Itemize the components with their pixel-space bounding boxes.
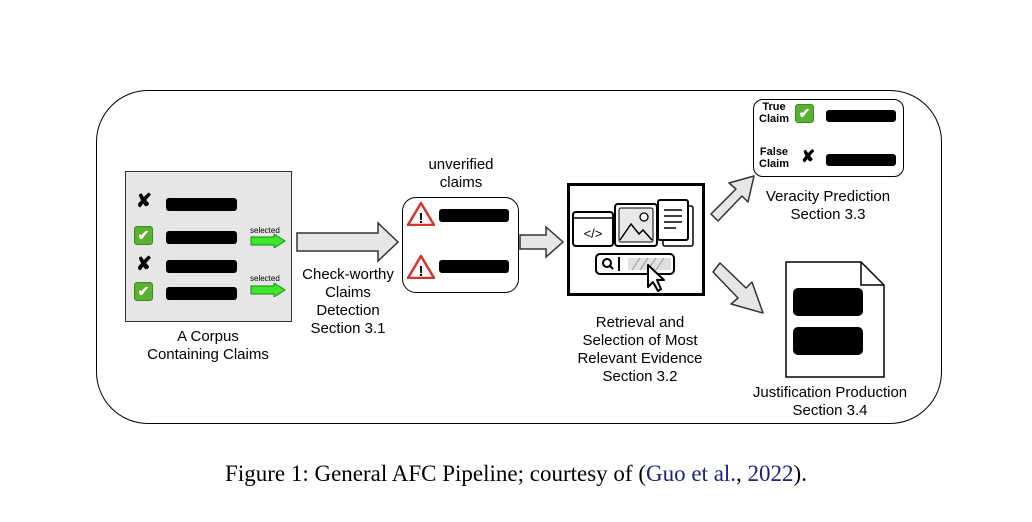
claim-bar: [439, 260, 509, 273]
step2-label: Retrieval and Selection of Most Relevant…: [577, 314, 703, 385]
cross-icon: ✘: [136, 191, 152, 212]
claim-bar: [826, 154, 896, 166]
step1-label: Check-worthy Claims Detection Section 3.…: [302, 266, 394, 337]
claim-bar: [166, 260, 237, 273]
claim-bar: [166, 287, 237, 300]
false-claim-label: False Claim: [759, 146, 789, 170]
selected-arrow: [250, 283, 286, 297]
evidence-illustration: </>: [572, 199, 694, 292]
code-glyph: </>: [584, 226, 603, 241]
cross-icon: ✘: [136, 254, 152, 275]
flow-arrow-down: [712, 262, 764, 314]
warning-glyph: !: [419, 210, 424, 226]
check-icon: ✔: [795, 104, 814, 123]
magnifier-icon: [602, 258, 612, 268]
step3-label: Veracity Prediction Section 3.3: [765, 188, 891, 223]
check-icon: ✔: [134, 226, 153, 245]
warning-icon: !: [407, 254, 435, 279]
flow-arrow: [519, 225, 565, 259]
check-icon: ✔: [134, 282, 153, 301]
claim-bar: [826, 110, 896, 122]
citation-author-link[interactable]: Guo et al.: [645, 461, 737, 486]
selected-arrow: [250, 234, 286, 248]
warning-icon: !: [407, 201, 435, 226]
pipeline-frame: [96, 90, 942, 424]
step4-label: Justification Production Section 3.4: [752, 384, 908, 419]
claim-bar: [439, 209, 509, 222]
warning-glyph: !: [419, 263, 424, 279]
flow-arrow-up: [710, 175, 755, 222]
selected-label: selected: [250, 226, 280, 235]
code-window-icon: [572, 211, 614, 247]
selected-label: selected: [250, 274, 280, 283]
unverified-label: unverified claims: [428, 156, 494, 191]
corpus-label: A Corpus Containing Claims: [147, 328, 269, 363]
citation-year-link[interactable]: 2022: [747, 461, 794, 486]
claim-bar: [166, 231, 237, 244]
claim-bar: [166, 198, 237, 211]
cursor-icon: [647, 264, 665, 292]
justification-document-icon: [785, 261, 885, 378]
cross-icon: ✘: [801, 147, 816, 166]
flow-arrow: [296, 221, 400, 263]
figure-caption: Figure 1: General AFC Pipeline; courtesy…: [225, 461, 807, 486]
true-claim-label: True Claim: [759, 101, 789, 125]
